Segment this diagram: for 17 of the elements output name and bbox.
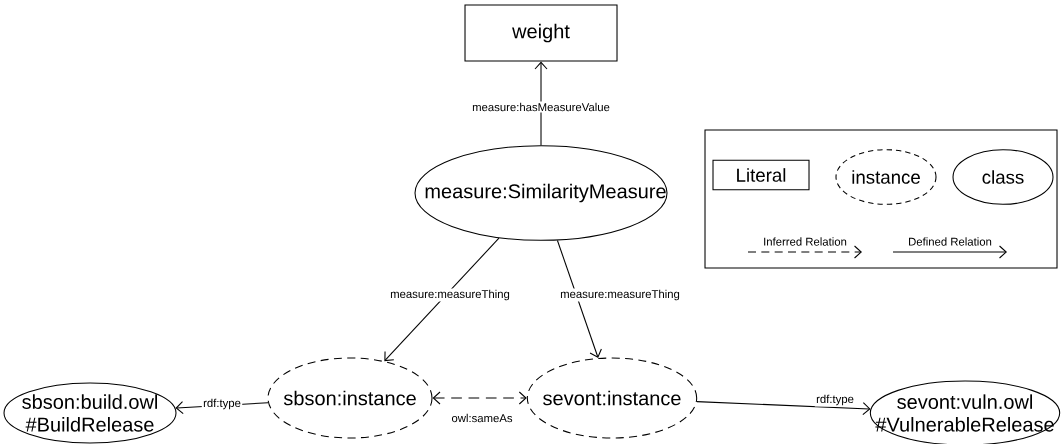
legend-item: class: [952, 149, 1054, 205]
arrow: [556, 239, 602, 358]
edge-label: measure:measureThing: [558, 288, 682, 302]
arrow: [696, 401, 871, 416]
arrow: [534, 61, 548, 146]
legend-item: Literal: [712, 159, 810, 191]
arrow: [432, 391, 527, 405]
edge-label: rdf:type: [201, 397, 243, 411]
literal-box: weight: [464, 4, 618, 62]
edge-label: measure:hasMeasureValue: [470, 101, 612, 113]
edge-label: measure:measureThing: [388, 288, 512, 302]
legend-item: Defined Relation: [892, 237, 1007, 259]
legend-item: Inferred Relation: [747, 237, 862, 259]
legend-item: instance: [835, 149, 937, 205]
arrow: [384, 237, 500, 362]
edge-label: owl:sameAs: [450, 412, 514, 424]
edge-label: rdf:type: [814, 393, 856, 407]
